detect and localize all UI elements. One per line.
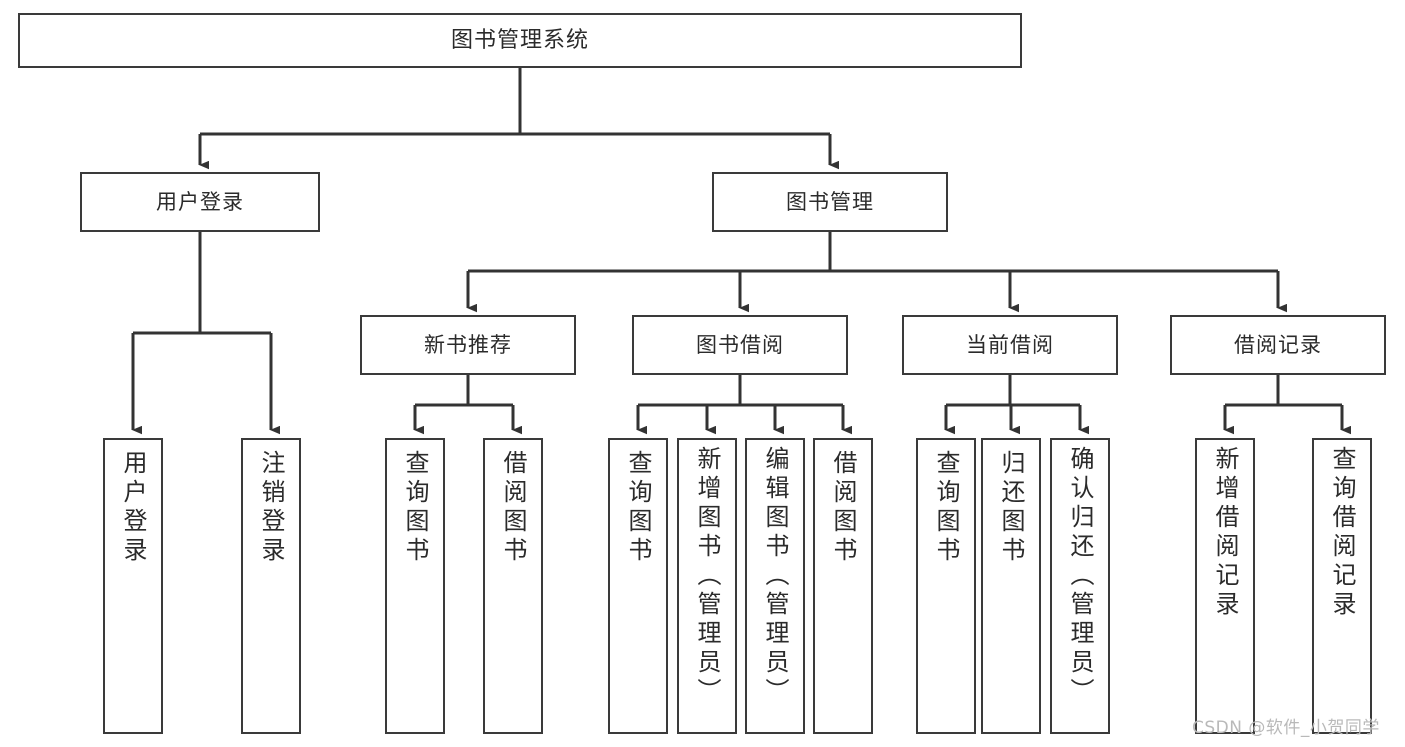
node-label: 用户登录 xyxy=(119,450,147,566)
leaf-user-logout[interactable]: 注销登录 xyxy=(241,438,301,734)
node-book-borrow[interactable]: 图书借阅 xyxy=(632,315,848,375)
node-new-book-recommend[interactable]: 新书推荐 xyxy=(360,315,576,375)
node-label: 查询图书 xyxy=(401,450,429,566)
node-label: 图书管理 xyxy=(786,189,874,214)
leaf-user-login[interactable]: 用户登录 xyxy=(103,438,163,734)
node-root-book-management-system[interactable]: 图书管理系统 xyxy=(18,13,1022,68)
node-label: 借阅图书 xyxy=(829,450,857,566)
node-label: 编辑图书（管理员） xyxy=(761,446,789,707)
leaf-query-borrow-record[interactable]: 查询借阅记录 xyxy=(1312,438,1372,734)
node-label: 新书推荐 xyxy=(424,332,512,357)
node-label: 图书管理系统 xyxy=(450,27,589,53)
node-book-management[interactable]: 图书管理 xyxy=(712,172,948,232)
node-label: 用户登录 xyxy=(156,189,244,214)
node-label: 归还图书 xyxy=(997,450,1025,566)
node-label: 注销登录 xyxy=(257,450,285,566)
leaf-return-book[interactable]: 归还图书 xyxy=(981,438,1041,734)
node-label: 新增借阅记录 xyxy=(1211,446,1239,620)
leaf-query-book-current[interactable]: 查询图书 xyxy=(916,438,976,734)
node-label: 借阅记录 xyxy=(1234,332,1322,357)
leaf-query-book-recommend[interactable]: 查询图书 xyxy=(385,438,445,734)
leaf-add-borrow-record[interactable]: 新增借阅记录 xyxy=(1195,438,1255,734)
leaf-query-book-borrow[interactable]: 查询图书 xyxy=(608,438,668,734)
leaf-borrow-book-borrow[interactable]: 借阅图书 xyxy=(813,438,873,734)
node-label: 当前借阅 xyxy=(966,332,1054,357)
node-current-borrow[interactable]: 当前借阅 xyxy=(902,315,1118,375)
node-label: 查询图书 xyxy=(624,450,652,566)
leaf-edit-book-admin[interactable]: 编辑图书（管理员） xyxy=(745,438,805,734)
leaf-add-book-admin[interactable]: 新增图书（管理员） xyxy=(677,438,737,734)
node-borrow-record[interactable]: 借阅记录 xyxy=(1170,315,1386,375)
node-label: 图书借阅 xyxy=(696,332,784,357)
node-user-login[interactable]: 用户登录 xyxy=(80,172,320,232)
node-label: 新增图书（管理员） xyxy=(693,446,721,707)
watermark-text: CSDN @软件_小贺同学 xyxy=(1192,718,1380,738)
leaf-confirm-return-admin[interactable]: 确认归还（管理员） xyxy=(1050,438,1110,734)
node-label: 借阅图书 xyxy=(499,450,527,566)
leaf-borrow-book-recommend[interactable]: 借阅图书 xyxy=(483,438,543,734)
node-label: 查询借阅记录 xyxy=(1328,446,1356,620)
node-label: 查询图书 xyxy=(932,450,960,566)
node-label: 确认归还（管理员） xyxy=(1066,446,1094,707)
